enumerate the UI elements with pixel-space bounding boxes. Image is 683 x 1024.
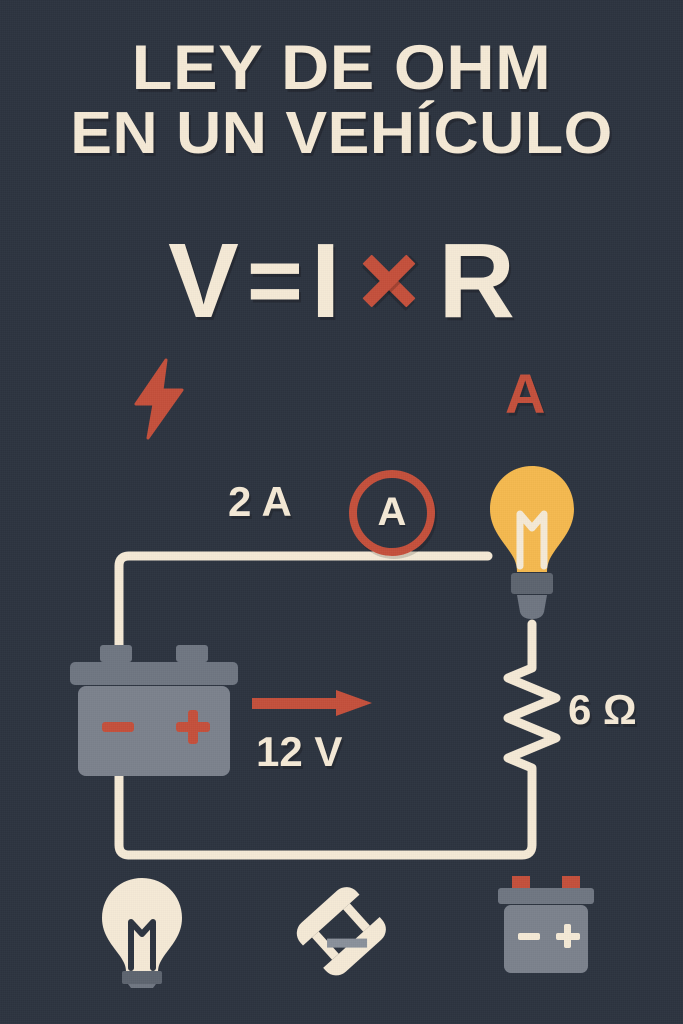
ammeter-icon: A: [349, 470, 435, 556]
formula-resistance-symbol: R: [438, 222, 515, 340]
light-bulb-icon: [94, 876, 190, 988]
ohms-law-formula: V = I R: [0, 228, 683, 334]
ammeter-label: A: [377, 490, 407, 534]
title-line-secondary: EN UN VEHÍCULO: [70, 99, 613, 166]
formula-equals-sign: =: [246, 227, 303, 334]
page-title: LEY DE OHM EN UN VEHÍCULO: [0, 33, 683, 166]
lightning-bolt-icon: [128, 358, 190, 440]
formula-current-symbol: I: [310, 222, 341, 340]
voltage-label: 12 V: [256, 728, 343, 775]
fuse-icon: [294, 876, 390, 988]
current-label: 2 A: [228, 478, 292, 525]
formula-voltage-symbol: V: [168, 222, 239, 340]
title-line-primary: LEY DE OHM: [131, 33, 552, 103]
car-battery-icon: [494, 876, 594, 988]
resistance-label: 6 Ω: [568, 686, 637, 733]
formula-resistance-annotation: A: [505, 362, 546, 425]
car-battery-icon: [64, 645, 244, 778]
arrow-right-icon: [252, 690, 372, 716]
light-bulb-icon: [484, 462, 580, 620]
component-icon-row: [0, 876, 683, 988]
